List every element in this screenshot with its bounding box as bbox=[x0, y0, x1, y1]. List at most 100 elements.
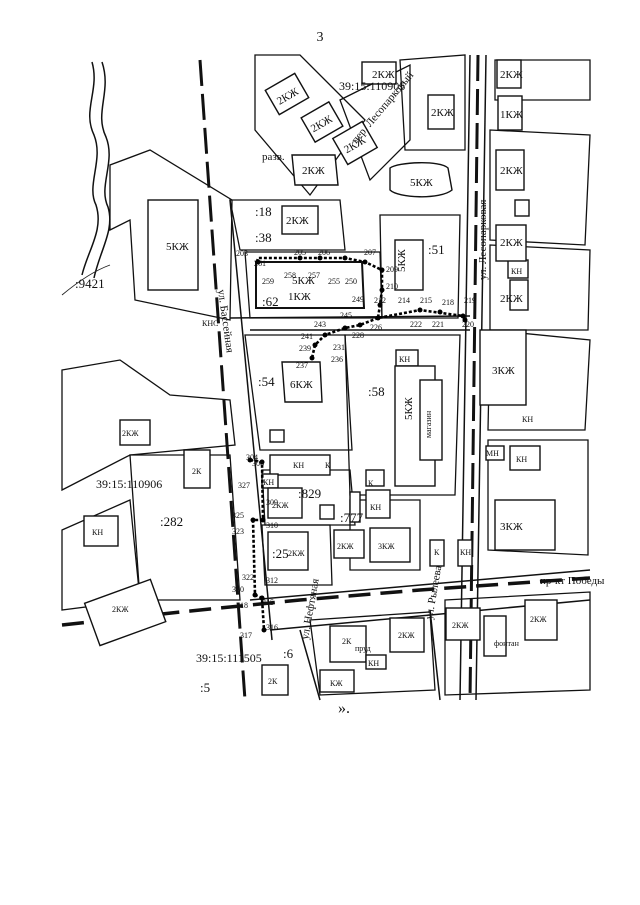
svg-text:205: 205 bbox=[294, 248, 306, 257]
svg-text:219: 219 bbox=[464, 296, 476, 305]
parcel-bottom-2 bbox=[444, 591, 591, 696]
bld-15 bbox=[479, 329, 527, 406]
survey-points bbox=[247, 255, 468, 633]
bld-12 bbox=[281, 205, 319, 235]
label-b14: 2КЖ bbox=[500, 237, 523, 249]
label-parcel-6: :6 bbox=[283, 646, 294, 661]
bld-49 bbox=[365, 469, 385, 487]
bld-44 bbox=[319, 504, 335, 520]
bld-8 bbox=[291, 154, 339, 186]
svg-text:214: 214 bbox=[398, 296, 410, 305]
svg-text:236: 236 bbox=[331, 355, 343, 364]
label-b7b: 1КЖ bbox=[288, 291, 311, 303]
svg-text:316: 316 bbox=[266, 623, 278, 632]
bld-25 bbox=[267, 487, 303, 519]
bld-33 bbox=[389, 617, 425, 653]
page-number: 3 bbox=[316, 30, 324, 45]
label-parcel-829: :829 bbox=[298, 486, 321, 501]
svg-text:206: 206 bbox=[318, 248, 330, 257]
bld-26 bbox=[365, 489, 391, 519]
parcel-bottom-1 bbox=[309, 611, 436, 696]
svg-text:310: 310 bbox=[266, 521, 278, 530]
label-b45: КН bbox=[263, 478, 274, 487]
label-parcel-58: :58 bbox=[368, 384, 385, 399]
label-parcel-9421: :9421 bbox=[75, 276, 105, 291]
parcel-left-1 bbox=[61, 359, 236, 492]
label-b43: К bbox=[325, 461, 331, 470]
svg-text:250: 250 bbox=[345, 277, 357, 286]
bld-40 bbox=[394, 239, 424, 291]
parcel-18 bbox=[229, 199, 346, 251]
road-bassejnaya-east bbox=[229, 199, 273, 641]
label-parcel-62: :62 bbox=[262, 294, 279, 309]
bld-22 bbox=[183, 449, 211, 489]
label-b49: К bbox=[368, 479, 374, 488]
bld-3 bbox=[264, 72, 310, 116]
label-b33: 2КЖ bbox=[398, 631, 415, 640]
point-labels: 203 205 206 207 209 210 212 214 215 218 … bbox=[232, 248, 476, 640]
street-ryleeva: ул. Рылеева bbox=[423, 564, 444, 620]
parcel-right-2 bbox=[489, 129, 591, 246]
label-b17: КН bbox=[399, 355, 410, 364]
svg-text:320: 320 bbox=[232, 585, 244, 594]
svg-text:207: 207 bbox=[364, 248, 376, 257]
road-lesoparkovaya-1 bbox=[459, 54, 471, 701]
bld-37 bbox=[319, 669, 355, 693]
label-b41: 5КЖ bbox=[292, 275, 315, 287]
svg-text:323: 323 bbox=[232, 527, 244, 536]
label-b47: 2КЖ bbox=[500, 293, 523, 305]
label-b46: МН bbox=[486, 449, 499, 458]
label-kns: КНС bbox=[202, 319, 218, 328]
label-razv: разв. bbox=[262, 151, 285, 163]
bld-35 bbox=[445, 607, 481, 641]
parcel-9421 bbox=[109, 149, 233, 321]
label-parcel-282: :282 bbox=[160, 514, 183, 529]
bld-28 bbox=[369, 527, 411, 563]
svg-text:226: 226 bbox=[370, 323, 382, 332]
bld-5 bbox=[331, 120, 379, 166]
bld-32 bbox=[83, 578, 167, 647]
svg-text:215: 215 bbox=[420, 296, 432, 305]
label-b19: магазин bbox=[424, 410, 433, 438]
svg-text:243: 243 bbox=[314, 320, 326, 329]
svg-text:315: 315 bbox=[262, 598, 274, 607]
label-prud: пруд bbox=[355, 644, 371, 653]
bld-23 bbox=[269, 454, 331, 476]
bld-27 bbox=[333, 529, 365, 559]
svg-text:257: 257 bbox=[308, 271, 320, 280]
svg-text:312: 312 bbox=[266, 576, 278, 585]
label-b13: КН bbox=[511, 267, 522, 276]
label-b8: 2КЖ bbox=[302, 165, 325, 177]
bld-16 bbox=[281, 361, 323, 403]
parcel-top-3 bbox=[399, 54, 466, 151]
road-bassejnaya-west bbox=[198, 59, 247, 701]
label-b40: 5КЖ bbox=[396, 249, 408, 272]
svg-text:239: 239 bbox=[299, 344, 311, 353]
label-b25: 2КЖ bbox=[272, 501, 289, 510]
bld-14 bbox=[495, 224, 527, 262]
svg-text:261: 261 bbox=[254, 259, 266, 268]
parcel-25 bbox=[261, 524, 333, 586]
bld-50 bbox=[483, 615, 507, 657]
bld-29 bbox=[267, 531, 309, 571]
svg-text:306: 306 bbox=[252, 459, 264, 468]
label-block-1: 39:15:110905 bbox=[339, 79, 405, 93]
svg-text:218: 218 bbox=[442, 298, 454, 307]
label-b26: КН bbox=[370, 503, 381, 512]
svg-text:220: 220 bbox=[462, 320, 474, 329]
label-b36: 2КЖ bbox=[530, 615, 547, 624]
svg-text:245: 245 bbox=[340, 311, 352, 320]
bld-43 bbox=[457, 539, 473, 567]
parcel-58 bbox=[344, 334, 461, 496]
bld-30 bbox=[83, 515, 119, 547]
svg-text:210: 210 bbox=[386, 282, 398, 291]
bld-39 bbox=[365, 654, 387, 670]
svg-text:258: 258 bbox=[284, 271, 296, 280]
label-parcel-777: :777 bbox=[340, 510, 364, 525]
road-neftyanaya bbox=[299, 629, 321, 701]
svg-text:304: 304 bbox=[246, 453, 258, 462]
label-b29: 2КЖ bbox=[288, 549, 305, 558]
road-pobedy-edge bbox=[249, 569, 591, 601]
closing-mark: ». bbox=[338, 700, 350, 717]
bld-10 bbox=[495, 149, 525, 191]
